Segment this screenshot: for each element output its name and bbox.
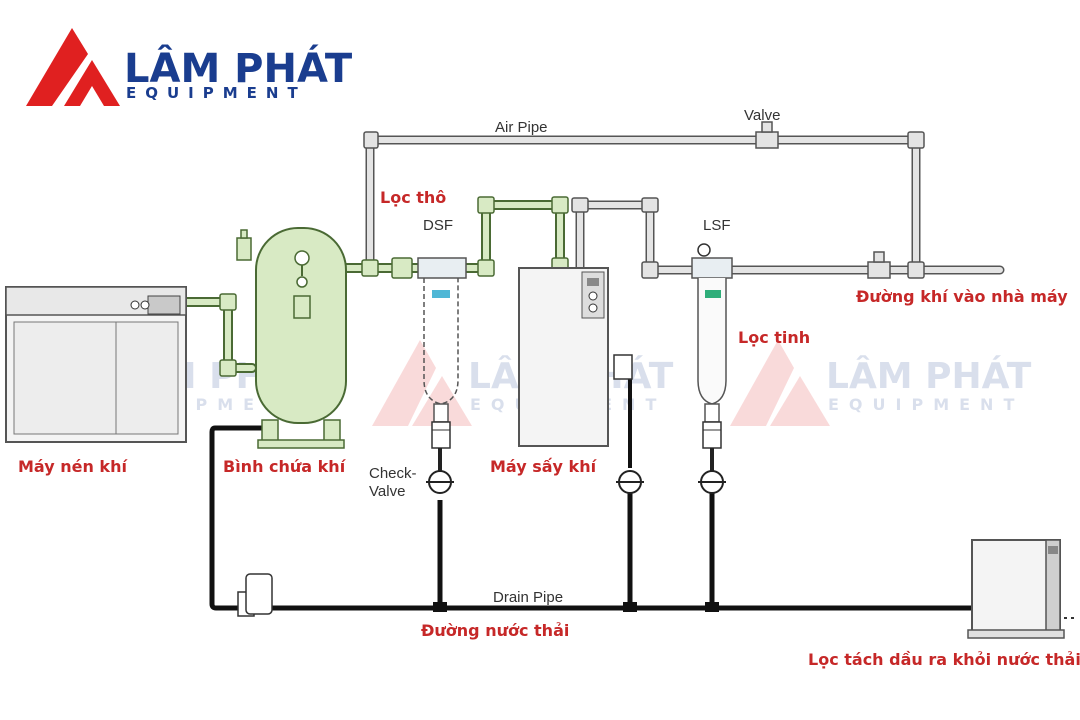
- oil-water-separator: [967, 539, 1078, 639]
- dsf-filter: [417, 257, 467, 449]
- svg-text:LÂM PHÁT: LÂM PHÁT: [826, 355, 1032, 397]
- logo-mark-left: [26, 28, 88, 106]
- label-loc-tach: Lọc tách dầu ra khỏi nước thải: [808, 650, 1080, 669]
- logo-mark-right: [64, 60, 120, 106]
- label-air-pipe: Air Pipe: [495, 119, 548, 136]
- valve-outlet: [867, 251, 891, 279]
- label-valve: Valve: [744, 107, 780, 124]
- label-may-say: Máy sấy khí: [490, 457, 598, 476]
- valve-top: [755, 121, 779, 149]
- label-loc-tinh: Lọc tinh: [738, 328, 810, 347]
- brand-sub: EQUIPMENT: [126, 84, 307, 102]
- drain-pipe-tank: [209, 425, 262, 611]
- brand-logo: LÂM PHÁT EQUIPMENT: [26, 28, 353, 106]
- lsf-filter: [691, 243, 733, 449]
- watermark-3: LÂM PHÁT EQUIPMENT: [730, 340, 1032, 426]
- label-duong-khi: Đường khí vào nhà máy: [856, 287, 1068, 306]
- air-dryer: [518, 267, 633, 447]
- label-check-valve-line1: Check-: [369, 465, 417, 482]
- drain-trap: [237, 573, 273, 617]
- air-pipe-network: [365, 135, 1005, 275]
- label-duong-nuoc: Đường nước thải: [421, 621, 569, 640]
- svg-text:EQUIPMENT: EQUIPMENT: [828, 395, 1024, 414]
- label-dsf: DSF: [423, 217, 453, 234]
- label-drain-pipe: Drain Pipe: [493, 589, 563, 606]
- air-receiver-tank: [236, 227, 347, 449]
- label-binh-chua: Bình chứa khí: [223, 457, 347, 476]
- label-loc-tho: Lọc thô: [380, 188, 446, 207]
- label-check-valve-line2: Valve: [369, 483, 405, 500]
- pipe-joints: [363, 131, 925, 279]
- air-compressor: [5, 286, 187, 443]
- label-lsf: LSF: [703, 217, 731, 234]
- check-valves: [426, 470, 726, 494]
- brand-name: LÂM PHÁT: [124, 44, 353, 92]
- label-may-nen: Máy nén khí: [18, 457, 128, 476]
- green-joints: [219, 196, 569, 377]
